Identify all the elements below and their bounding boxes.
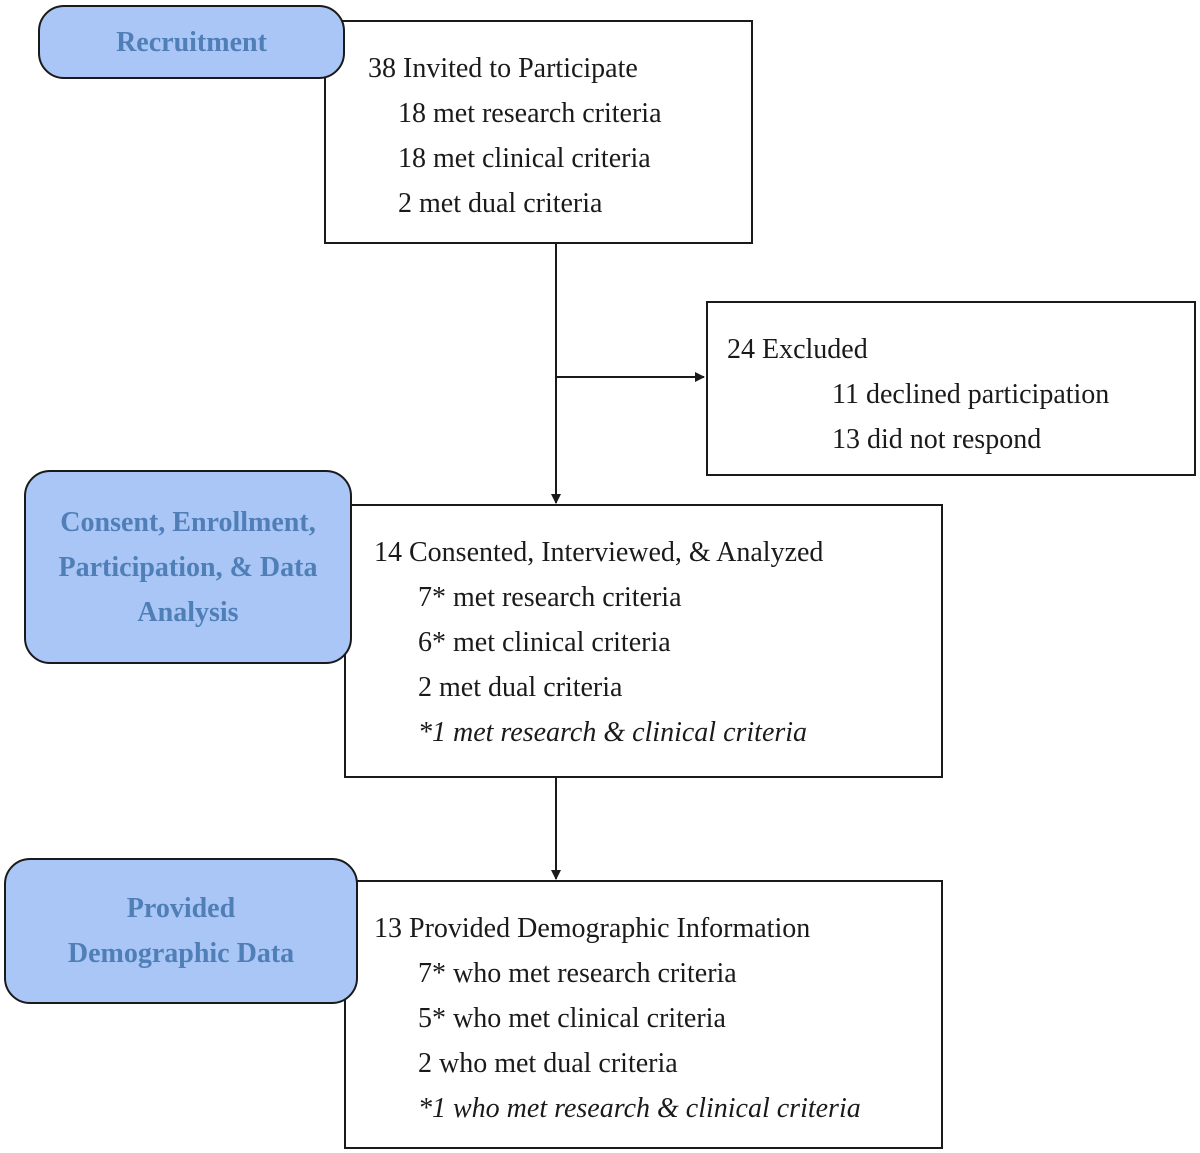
stage-recruitment: Recruitment [38,5,345,79]
consented-clinical-count: 6* met clinical criteria [418,627,671,658]
consented-research-count: 7* met research criteria [418,582,682,613]
excluded-box: 24 Excluded 11 declined participation 13… [706,301,1196,476]
excluded-title: 24 Excluded [727,334,868,365]
stage-consent-label-line-1: Consent, Enrollment, [60,506,316,538]
consented-title: 14 Consented, Interviewed, & Analyzed [374,537,824,568]
stage-consent-enrollment: Consent, Enrollment, Participation, & Da… [24,470,352,664]
stage-consent-label-line-3: Analysis [137,596,239,628]
stage-demographic-label-line-2: Demographic Data [67,938,295,969]
stage-consent-label-line-2: Participation, & Data [58,551,318,583]
consented-dual-count: 2 met dual criteria [418,672,623,703]
invited-title: 38 Invited to Participate [368,53,638,84]
invited-research-count: 18 met research criteria [398,98,662,129]
invited-dual-count: 2 met dual criteria [398,188,603,219]
demographics-clinical-count: 5* who met clinical criteria [418,1003,726,1034]
demographics-dual-count: 2 who met dual criteria [418,1048,678,1079]
stage-demographic-data: Provided Demographic Data [4,858,358,1004]
excluded-declined-count: 11 declined participation [832,379,1110,410]
demographics-research-count: 7* who met research criteria [418,958,737,989]
invited-box: 38 Invited to Participate 18 met researc… [324,20,753,244]
stage-demographic-label-line-1: Provided [126,893,236,924]
excluded-no-response-count: 13 did not respond [832,424,1042,455]
invited-clinical-count: 18 met clinical criteria [398,143,651,174]
demographics-title: 13 Provided Demographic Information [374,913,811,944]
consented-box: 14 Consented, Interviewed, & Analyzed 7*… [344,504,943,778]
stage-recruitment-label: Recruitment [116,26,267,58]
demographics-footnote: *1 who met research & clinical criteria [418,1093,861,1124]
demographics-box: 13 Provided Demographic Information 7* w… [344,880,943,1149]
consented-footnote: *1 met research & clinical criteria [418,717,808,748]
